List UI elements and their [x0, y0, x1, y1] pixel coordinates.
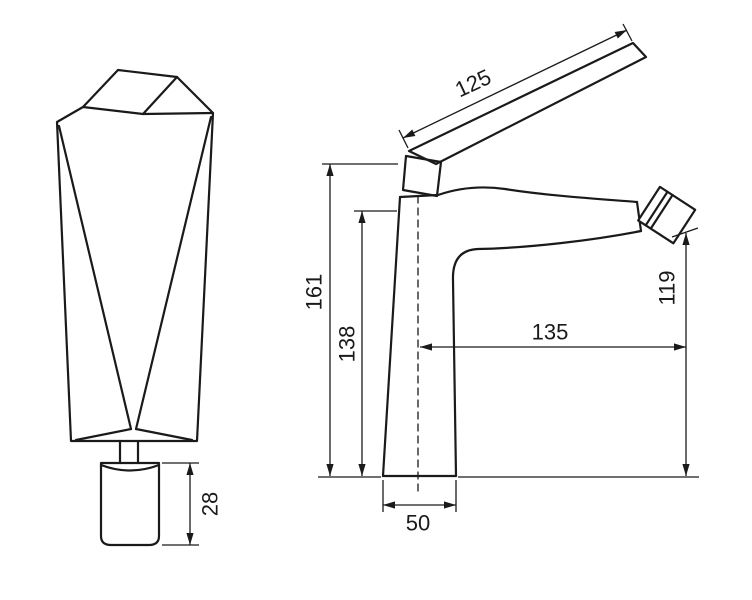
lever-handle [407, 41, 648, 166]
body-top-and-spout-top [398, 186, 639, 204]
dimension-label-aerator-height: 28 [198, 492, 223, 516]
dimension-label-spout-reach: 135 [532, 320, 569, 345]
ext-line-119-top [671, 227, 699, 238]
dimension-line-125 [402, 29, 628, 139]
front-aerator-top-curve [99, 463, 161, 472]
front-view [55, 68, 215, 547]
front-facet-bottom-left [74, 427, 133, 442]
dimension-label-base-width: 50 [406, 511, 430, 536]
dimension-label-body-height: 138 [335, 326, 360, 363]
ext-line-125-low [398, 129, 409, 149]
front-body-outline [55, 75, 215, 443]
front-stem [118, 439, 140, 465]
side-aerator [637, 185, 697, 245]
front-facet-bottom-right [134, 427, 194, 442]
front-facet-right [134, 115, 213, 431]
body-left-edge [381, 195, 402, 478]
spout-cap [81, 68, 179, 116]
dimension-label-outlet-height: 119 [655, 270, 680, 305]
lever-collar [401, 154, 443, 198]
front-facet-left [57, 124, 133, 431]
ext-line-125-high [622, 23, 633, 42]
dimension-label-overall-height: 161 [302, 274, 327, 311]
spout-tip-edge [635, 200, 643, 233]
front-top-facet-edge [141, 111, 215, 116]
side-view [381, 41, 697, 493]
front-aerator-cylinder [99, 461, 161, 547]
dimension-annotations: 161 138 119 135 50 125 28 [162, 23, 699, 546]
side-aerator-body [637, 185, 697, 245]
side-aerator-rings [644, 190, 674, 230]
body-right-and-spout-underside [451, 229, 643, 478]
